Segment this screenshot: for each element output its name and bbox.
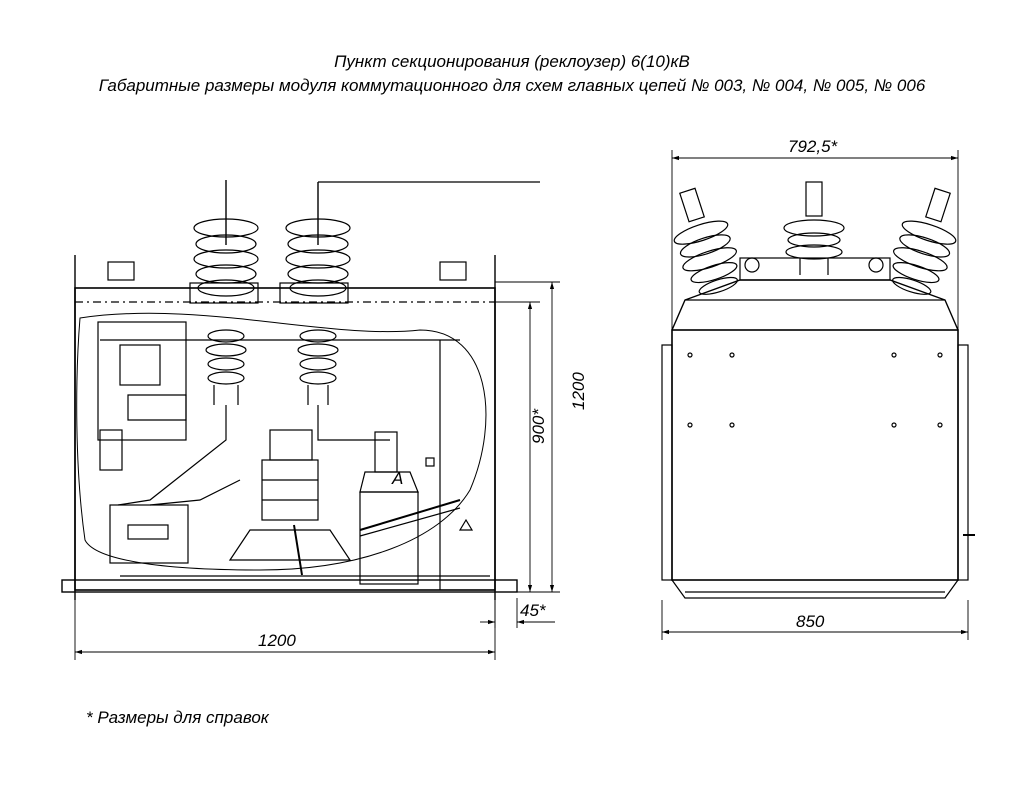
dim-front-width: 1200 [258,631,296,650]
dim-front-foot: 45* [520,601,547,620]
side-cabinet-body [671,329,959,581]
drawing-title-line-2: Габаритные размеры модуля коммутационног… [98,76,926,95]
dim-front-height-body: 900* [529,408,548,444]
side-insulator-left [673,187,738,295]
dim-front-height-total: 1200 [569,372,588,410]
side-top-cover [671,279,959,331]
front-cabinet-frame [74,287,496,591]
front-view [61,180,540,600]
actuator-mark: A [391,469,403,488]
side-insulator-right [892,187,957,295]
side-view [661,181,975,599]
front-transformer [109,504,189,564]
side-dimensions [661,150,969,640]
dim-side-bottom-width: 850 [796,612,825,631]
front-base [61,579,518,593]
front-dimensions [74,281,560,660]
front-insulator-right [285,181,540,405]
front-insulator-left [193,180,259,405]
dim-side-top-width: 792,5* [788,137,839,156]
front-cable-contour [76,312,487,571]
drawing-title-line-1: Пункт секционирования (реклоузер) 6(10)к… [334,52,690,71]
front-control-box [97,321,187,441]
front-actuator [359,431,461,585]
reference-dimensions-footnote: * Размеры для справок [86,708,269,727]
side-insulator-center [783,181,845,275]
front-breaker-pole [228,429,352,576]
